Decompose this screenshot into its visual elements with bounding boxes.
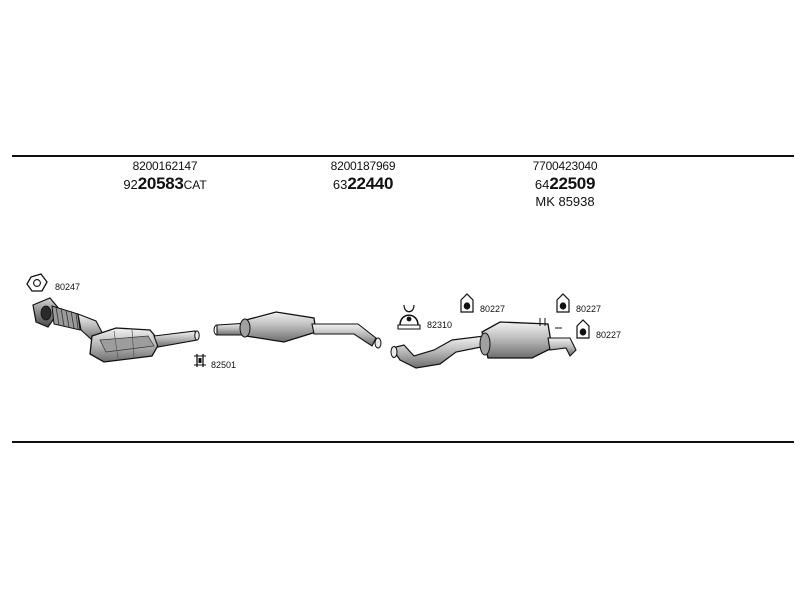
catalog-prefix: 64 bbox=[534, 177, 550, 192]
catalog-prefix: 92 bbox=[123, 177, 138, 192]
middle-silencer-catalog-number: 6322440 bbox=[318, 175, 408, 193]
gasket-icon bbox=[26, 273, 48, 292]
top-divider bbox=[12, 155, 794, 157]
hanger-label: 80227 bbox=[480, 304, 505, 314]
rear-silencer-icon bbox=[390, 318, 577, 369]
catalog-main: 20583 bbox=[137, 174, 184, 193]
rear-silencer-header: 7700423040 6422509 MK 85938 bbox=[520, 160, 610, 208]
rear-silencer-catalog-number: 6422509 bbox=[520, 175, 610, 193]
catalog-main: 22440 bbox=[347, 174, 394, 193]
catalog-main: 22509 bbox=[549, 174, 596, 193]
rear-silencer-kit-number: MK 85938 bbox=[535, 194, 595, 209]
middle-silencer-header: 8200187969 6322440 bbox=[318, 160, 408, 193]
bottom-divider bbox=[12, 441, 794, 443]
clamp-icon bbox=[194, 354, 206, 367]
hanger-icon bbox=[576, 319, 590, 339]
middle-silencer-oe-number: 8200187969 bbox=[330, 159, 396, 173]
hanger-icon bbox=[460, 293, 474, 313]
catalytic-converter-oe-number: 8200162147 bbox=[132, 159, 198, 173]
rear-silencer-oe-number: 7700423040 bbox=[532, 159, 598, 173]
hanger-icon bbox=[556, 293, 570, 313]
hanger-label: 80227 bbox=[596, 330, 621, 340]
catalytic-converter-icon bbox=[32, 297, 200, 363]
catalytic-converter-catalog-number: 9220583CAT bbox=[110, 175, 220, 193]
catalog-prefix: 63 bbox=[332, 177, 348, 192]
clamp-front-label: 82501 bbox=[211, 360, 236, 370]
gasket-label: 80247 bbox=[55, 282, 80, 292]
catalytic-converter-header: 8200162147 9220583CAT bbox=[110, 160, 220, 193]
catalog-suffix: CAT bbox=[183, 178, 207, 192]
hanger-label: 80227 bbox=[576, 304, 601, 314]
clamp-rear-label: 82310 bbox=[427, 320, 452, 330]
clamp-icon bbox=[397, 304, 421, 330]
middle-silencer-icon bbox=[213, 311, 382, 349]
